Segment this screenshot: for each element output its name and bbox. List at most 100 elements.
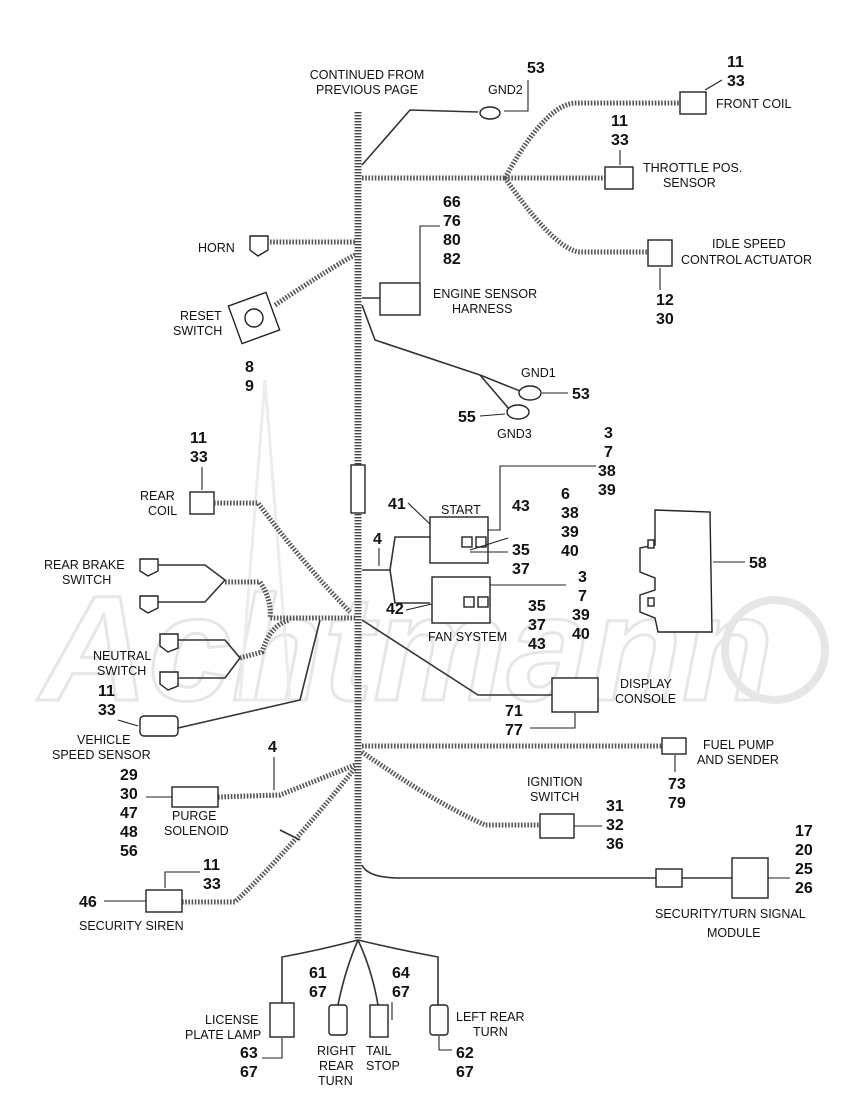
siren-splice-wire xyxy=(279,829,301,841)
vss-leader xyxy=(117,719,139,727)
rear-coil-ref-2: 33 xyxy=(190,449,208,466)
tail-stop-label-1: TAIL xyxy=(366,1044,392,1058)
security-module-ref-1: 17 xyxy=(795,823,813,840)
fuel-pump-connector xyxy=(661,737,687,755)
left-turn-label-2: TURN xyxy=(473,1025,508,1039)
gnd1-ref: 53 xyxy=(572,386,590,403)
reset-label-1: RESET xyxy=(180,309,222,323)
rear-brake-connector-1 xyxy=(139,558,159,577)
neutral-connector-1 xyxy=(159,633,179,653)
engine-sensor-leader xyxy=(419,225,440,283)
start-leader-left xyxy=(407,502,431,525)
gnd2-ring-terminal xyxy=(479,106,501,120)
purge-ref-4: 48 xyxy=(120,824,138,841)
throttle-ref-1: 11 xyxy=(611,113,628,130)
license-label-1: LICENSE xyxy=(205,1013,259,1027)
ignition-connector xyxy=(539,813,575,839)
siren-connector xyxy=(145,889,183,913)
security-module-label-2: MODULE xyxy=(707,926,760,940)
left-turn-ref-1: 62 xyxy=(456,1045,474,1062)
rear-brake-label-1: REAR BRAKE xyxy=(44,558,125,572)
engine-sensor-group: 66 76 80 82 ENGINE SENSOR HARNESS xyxy=(362,194,537,316)
splice-ref: 4 xyxy=(373,531,382,548)
siren-ref-2: 33 xyxy=(203,876,221,893)
neutral-connector-2 xyxy=(159,671,179,691)
reset-switch-button xyxy=(244,308,264,328)
start-right-ref-3: 39 xyxy=(561,524,579,541)
fan-leader-left xyxy=(405,603,433,611)
purge-group: 29 30 47 48 56 PURGE SOLENOID 4 xyxy=(120,739,356,860)
reset-ref-1: 8 xyxy=(245,359,254,376)
bracket-slot-1 xyxy=(647,539,655,549)
display-ref-1: 71 xyxy=(505,703,523,720)
display-connector xyxy=(551,677,599,713)
start-right-ref-4: 40 xyxy=(561,543,579,560)
bracket-ref: 58 xyxy=(749,555,767,572)
reset-ref-2: 9 xyxy=(245,378,254,395)
license-label-2: PLATE LAMP xyxy=(185,1028,261,1042)
siren-leader-top xyxy=(164,871,200,888)
watermark-tower xyxy=(238,379,292,702)
security-module-ref-2: 20 xyxy=(795,842,813,859)
start-mid-leaders xyxy=(469,537,509,553)
rear-coil-label-2: COIL xyxy=(148,504,177,518)
fan-relay-pin-2 xyxy=(477,596,489,608)
watermark-wheel xyxy=(721,596,829,704)
display-label-2: CONSOLE xyxy=(615,692,676,706)
display-ref-2: 77 xyxy=(505,722,523,739)
display-leader xyxy=(530,713,576,729)
license-lamp-wire xyxy=(281,939,359,1003)
start-right-ref-1: 6 xyxy=(561,486,570,503)
gnd3-wire xyxy=(479,374,511,411)
reset-switch-group: RESET SWITCH 8 9 xyxy=(173,252,357,395)
idle-wire xyxy=(502,176,648,255)
left-turn-wire xyxy=(357,939,439,1005)
left-turn-connector xyxy=(429,1004,449,1036)
front-coil-leader xyxy=(704,79,723,91)
fan-relay-label: FAN SYSTEM xyxy=(428,630,507,644)
license-ref-1: 63 xyxy=(240,1045,258,1062)
purge-ref-1: 29 xyxy=(120,767,138,784)
siren-group: 46 11 33 SECURITY SIREN xyxy=(79,766,357,933)
neutral-label-2: SWITCH xyxy=(97,664,146,678)
right-turn-ref-1: 61 xyxy=(309,965,327,982)
tail-stop-wire xyxy=(357,939,379,1006)
reset-switch-wire xyxy=(273,252,357,308)
gnd1-label: GND1 xyxy=(521,366,556,380)
rear-coil-label-1: REAR xyxy=(140,489,175,503)
ignition-ref-1: 31 xyxy=(606,798,624,815)
gnd1-ring-terminal xyxy=(518,385,542,401)
neutral-label-1: NEUTRAL xyxy=(93,649,151,663)
purge-ref-3: 47 xyxy=(120,805,138,822)
ignition-ref-3: 36 xyxy=(606,836,624,853)
horn-label: HORN xyxy=(198,241,235,255)
idle-label-2: CONTROL ACTUATOR xyxy=(681,253,812,267)
purge-wire xyxy=(217,762,356,800)
rear-coil-ref-1: 11 xyxy=(190,430,207,447)
horn-group: HORN xyxy=(198,235,355,257)
neutral-wire-2 xyxy=(178,657,241,679)
gnd2-label: GND2 xyxy=(488,83,523,97)
start-leader-top xyxy=(488,465,596,531)
security-module-wire xyxy=(361,864,732,879)
rear-brake-group: REAR BRAKE SWITCH xyxy=(44,558,355,621)
idle-ref-1: 12 xyxy=(656,292,674,309)
reset-label-2: SWITCH xyxy=(173,324,222,338)
vss-connector xyxy=(139,715,179,737)
rear-brake-connector-2 xyxy=(139,595,159,614)
gnd3-ref: 55 xyxy=(458,409,476,426)
fan-right-ref-4: 40 xyxy=(572,626,590,643)
vss-group: 11 33 VEHICLE SPEED SENSOR xyxy=(52,619,321,762)
trunk-inline-connector xyxy=(350,464,366,514)
throttle-ref-2: 33 xyxy=(611,132,629,149)
start-mid-ref-1: 43 xyxy=(512,498,530,515)
fuel-pump-ref-2: 79 xyxy=(668,795,686,812)
vss-wire xyxy=(177,619,321,729)
gnd2-group: GND2 53 xyxy=(361,60,545,166)
rear-coil-wire xyxy=(214,500,352,614)
vss-ref-1: 11 xyxy=(98,683,115,700)
right-turn-label-3: TURN xyxy=(318,1074,353,1088)
fuel-pump-label-1: FUEL PUMP xyxy=(703,738,774,752)
fuel-pump-group: FUEL PUMP AND SENDER 73 79 xyxy=(362,737,779,812)
